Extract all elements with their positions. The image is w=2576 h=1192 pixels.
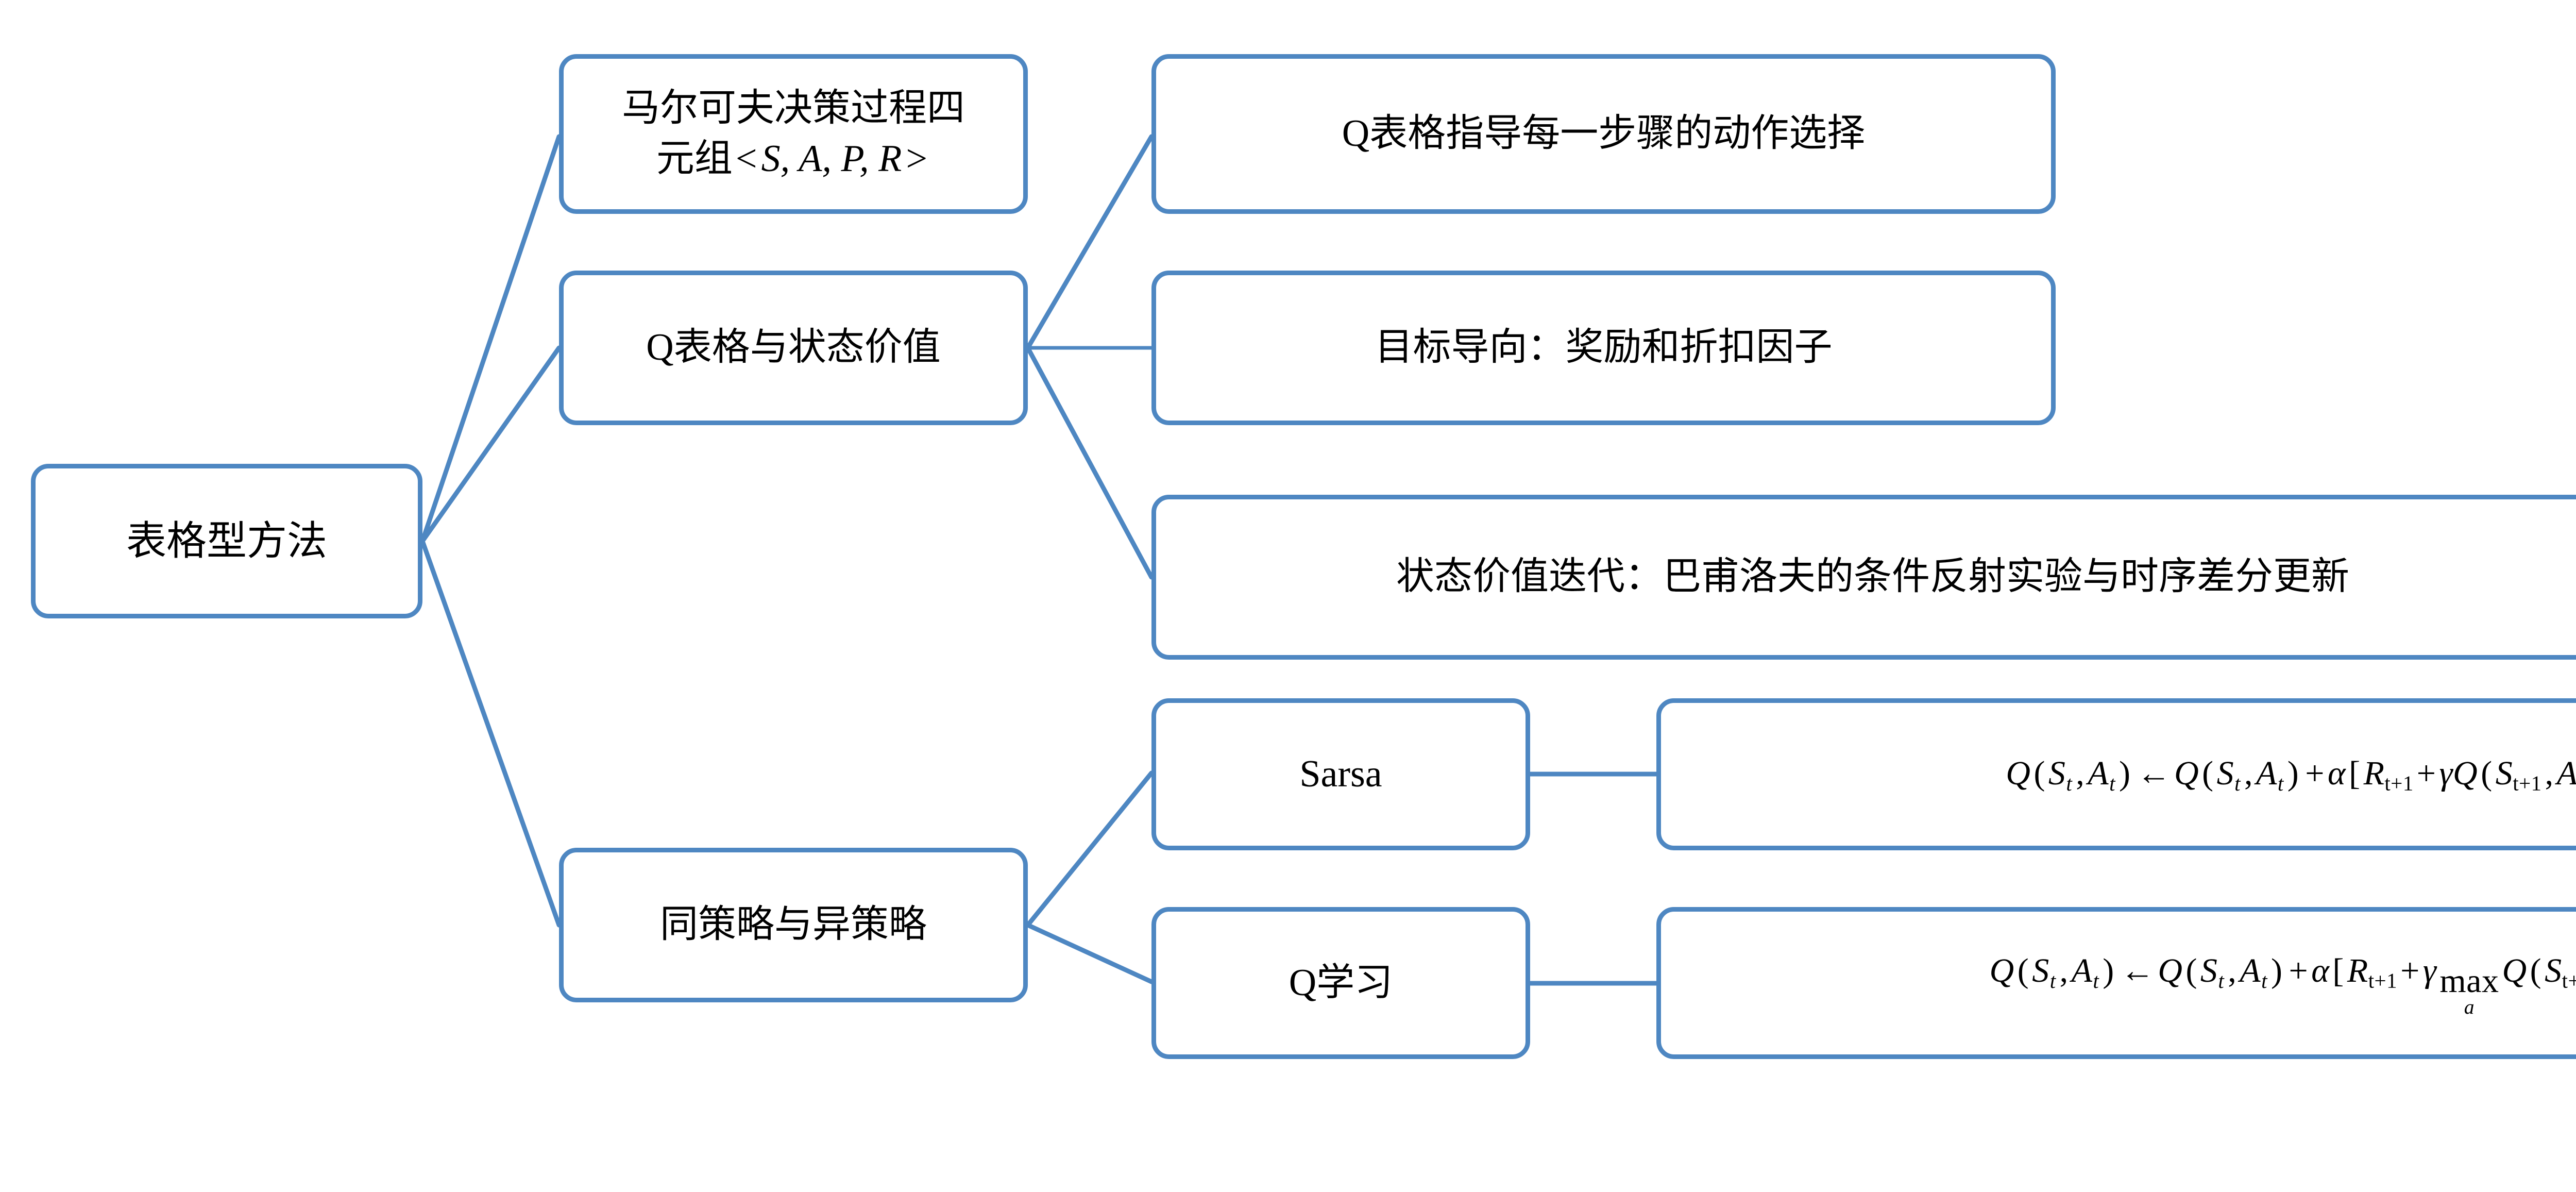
edge-root-to-qtable	[420, 345, 562, 544]
node-r3-label: 状态价值迭代：巴甫洛夫的条件反射实验与时序差分更新	[1396, 556, 2349, 598]
node-sarsa-label: Sarsa	[1299, 752, 1382, 795]
node-root[interactable]: 表格型方法	[31, 464, 422, 618]
node-mdp-label-line1: 马尔可夫决策过程四	[622, 87, 965, 130]
node-mdp-tuple-close: >	[906, 138, 928, 180]
node-qtable-label: Q表格与状态价值	[646, 326, 941, 369]
node-q-learning[interactable]: Q学习	[1151, 907, 1530, 1059]
node-sarsa-formula[interactable]: Q(St,At)←Q(St,At)+α[Rt+1+γQ(St+1,At+1)−Q…	[1656, 698, 2576, 850]
node-r2-label: 目标导向：奖励和折扣因子	[1375, 326, 1833, 369]
node-policy-label: 同策略与异策略	[660, 903, 927, 946]
edge-qtable-to-r3	[1025, 345, 1154, 580]
node-qtable[interactable]: Q表格与状态价值	[559, 271, 1028, 425]
node-r1-label: Q表格指导每一步骤的动作选择	[1342, 112, 1866, 155]
node-policy[interactable]: 同策略与异策略	[559, 848, 1028, 1002]
node-mdp-prefix: 元组	[656, 138, 733, 180]
q-learning-formula-expression: Q(St,At)←Q(St,At)+α[Rt+1+γmaxaQ(St+1,a)−…	[1989, 952, 2576, 1018]
edge-root-to-policy	[420, 539, 562, 928]
node-q-learning-formula[interactable]: Q(St,At)←Q(St,At)+α[Rt+1+γmaxaQ(St+1,a)−…	[1656, 907, 2576, 1059]
edge-qtable-to-r1	[1025, 134, 1154, 350]
node-mdp[interactable]: 马尔可夫决策过程四 元组<S, A, P, R>	[559, 54, 1028, 214]
edge-policy-to-sarsa	[1025, 770, 1154, 928]
node-mdp-tuple-open: <	[735, 138, 757, 180]
node-mdp-tuple: S, A, P, R	[761, 138, 902, 180]
edge-root-to-mdp	[420, 134, 562, 544]
node-qtable-child-action-selection[interactable]: Q表格指导每一步骤的动作选择	[1151, 54, 2056, 214]
edge-policy-to-qlearn	[1025, 922, 1154, 984]
node-qlearn-label: Q学习	[1289, 961, 1393, 1004]
node-root-label: 表格型方法	[126, 518, 327, 563]
node-mdp-label-line2: 元组<S, A, P, R>	[656, 138, 930, 180]
node-qtable-child-value-iteration[interactable]: 状态价值迭代：巴甫洛夫的条件反射实验与时序差分更新	[1151, 495, 2576, 660]
node-sarsa[interactable]: Sarsa	[1151, 698, 1530, 850]
node-mdp-label: 马尔可夫决策过程四 元组<S, A, P, R>	[564, 83, 1023, 184]
node-qtable-child-reward-discount[interactable]: 目标导向：奖励和折扣因子	[1151, 271, 2056, 425]
sarsa-formula-expression: Q(St,At)←Q(St,At)+α[Rt+1+γQ(St+1,At+1)−Q…	[2006, 754, 2576, 795]
